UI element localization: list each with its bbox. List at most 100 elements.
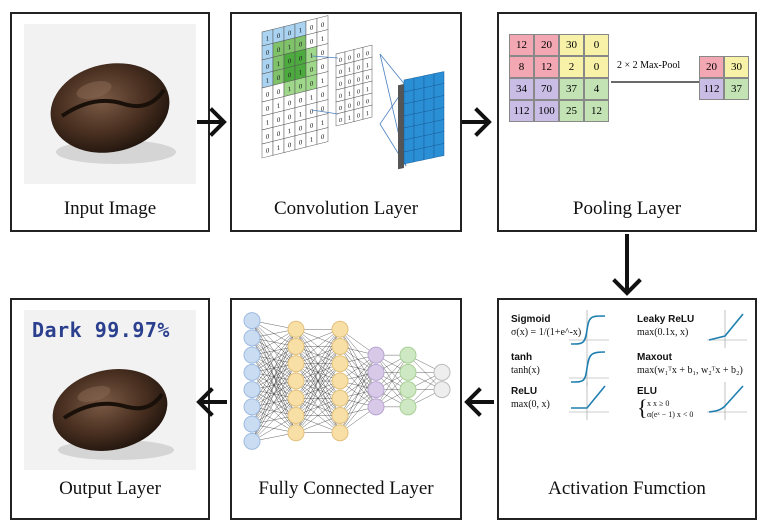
pool-input-cell: 100: [534, 100, 559, 122]
conv-kernel-value: 0: [348, 103, 352, 110]
nn-neuron: [367, 381, 385, 399]
feature-map-cell: [403, 149, 415, 165]
nn-edge: [295, 329, 341, 399]
output-layer-caption: Output Layer: [59, 478, 161, 499]
activation-piecewise-brace: {: [637, 395, 648, 420]
activation-name: Sigmoid: [511, 314, 551, 325]
nn-edge: [375, 355, 409, 407]
conv-kernel-value: 0: [339, 81, 343, 88]
prediction-label: Dark 99.97%: [32, 318, 170, 342]
nn-neuron: [287, 407, 305, 424]
conv-input-value: 1: [299, 111, 303, 119]
conv-input-value: 0: [266, 133, 270, 141]
nn-edge: [251, 329, 297, 390]
conv-input-value: 0: [299, 139, 303, 147]
nn-neuron: [243, 312, 261, 330]
nn-neuron: [433, 381, 451, 399]
activation-formula-line: α(eˣ − 1) x < 0: [647, 410, 694, 419]
conv-input-value: 0: [310, 122, 314, 130]
conv-input-value: 0: [288, 100, 292, 108]
conv-input-value: 0: [321, 91, 325, 99]
activation-name: Leaky ReLU: [637, 314, 695, 325]
conv-input-value: 0: [277, 32, 281, 40]
feature-map-cell: [413, 75, 425, 91]
conv-kernel-value: 0: [357, 65, 361, 72]
arrow-conv-to-pool: [462, 107, 492, 137]
feature-map-cell: [423, 145, 435, 161]
nn-edge: [339, 389, 377, 433]
conv-kernel-value: 0: [339, 69, 343, 76]
activation-functions-grid: Sigmoid σ(x) = 1/(1+e^-x) Leaky ReLU max(0.…: [499, 300, 755, 460]
conv-input-value: 0: [277, 116, 281, 124]
nn-neuron: [243, 346, 261, 364]
fully-connected-layer-panel: Fully Connected Layer: [230, 298, 462, 520]
conv-output-feature-map: [398, 71, 445, 170]
pool-input-cell: 20: [534, 34, 559, 56]
conv-kernel-value: 0: [348, 55, 352, 62]
plot-curve: [708, 385, 744, 413]
conv-input-value: 0: [266, 63, 270, 71]
conv-input-value: 0: [321, 63, 325, 71]
neural-network-diagram: [243, 312, 451, 450]
pooling-arrow: [611, 78, 709, 86]
activation-name: tanh: [511, 352, 533, 363]
conv-kernel-cell: [362, 104, 373, 120]
pool-input-cell: 37: [559, 78, 584, 100]
conv-kernel-value: 0: [357, 53, 361, 60]
pool-input-cell: 30: [559, 34, 584, 56]
conv-kernel-value: 1: [348, 67, 352, 74]
activation-formula: max(0.1x, x): [637, 327, 689, 338]
pool-input-cell: 25: [559, 100, 584, 122]
nn-neuron: [287, 424, 305, 442]
nn-edge: [295, 398, 341, 433]
activation-formula: tanh(x): [511, 365, 540, 376]
nn-neuron: [399, 346, 417, 364]
nn-neuron: [399, 398, 417, 416]
conv-input-value: 0: [288, 142, 292, 150]
feature-map-cell: [403, 113, 415, 129]
feature-map-cell: [413, 111, 425, 127]
conv-input-value: 0: [277, 46, 281, 54]
activation-formula: max(0, x): [511, 399, 550, 410]
coffee-bean-output-image: [52, 369, 174, 460]
activation-plot: [707, 310, 747, 348]
conv-input-value: 1: [277, 102, 281, 110]
feature-map-cell: [413, 123, 425, 139]
activation-function-caption: Activation Fumction: [548, 478, 706, 499]
arrow-activation-to-fc: [464, 387, 494, 417]
conv-input-value: 1: [277, 60, 281, 68]
feature-map-cell: [423, 109, 435, 125]
nn-neuron: [331, 355, 349, 373]
pool-input-cell: 12: [534, 56, 559, 78]
feature-map-cell: [413, 99, 425, 115]
conv-kernel-value: 0: [357, 77, 361, 84]
nn-neuron: [287, 372, 305, 390]
pool-input-cell: 0: [584, 34, 609, 56]
nn-edge: [251, 329, 297, 373]
conv-kernel-value: 0: [366, 75, 370, 82]
activation-plot: [569, 348, 609, 386]
conv-input-value: 0: [266, 91, 270, 99]
conv-input-value: 1: [288, 128, 292, 136]
nn-neuron: [243, 398, 261, 416]
nn-neuron: [243, 381, 261, 399]
feature-map-cell: [433, 119, 445, 134]
conv-kernel-value: 1: [348, 91, 352, 98]
conv-input-value: 0: [321, 133, 325, 141]
nn-edge: [295, 363, 341, 433]
conv-input-value: 0: [288, 58, 292, 66]
nn-edge: [251, 363, 297, 442]
nn-neuron: [331, 407, 349, 424]
feature-map-cell: [433, 143, 445, 158]
activation-formula: σ(x) = 1/(1+e^-x): [511, 327, 582, 338]
nn-neuron: [331, 320, 349, 338]
feature-map-cell: [423, 133, 435, 149]
nn-edge: [295, 329, 341, 382]
conv-input-value: 1: [266, 119, 270, 127]
conv-input-value: 0: [288, 30, 292, 38]
feature-map-cell: [403, 89, 415, 105]
feature-map-cell: [423, 85, 435, 101]
conv-input-value: 0: [299, 125, 303, 133]
nn-neuron: [367, 346, 385, 364]
nn-edge: [251, 329, 297, 407]
